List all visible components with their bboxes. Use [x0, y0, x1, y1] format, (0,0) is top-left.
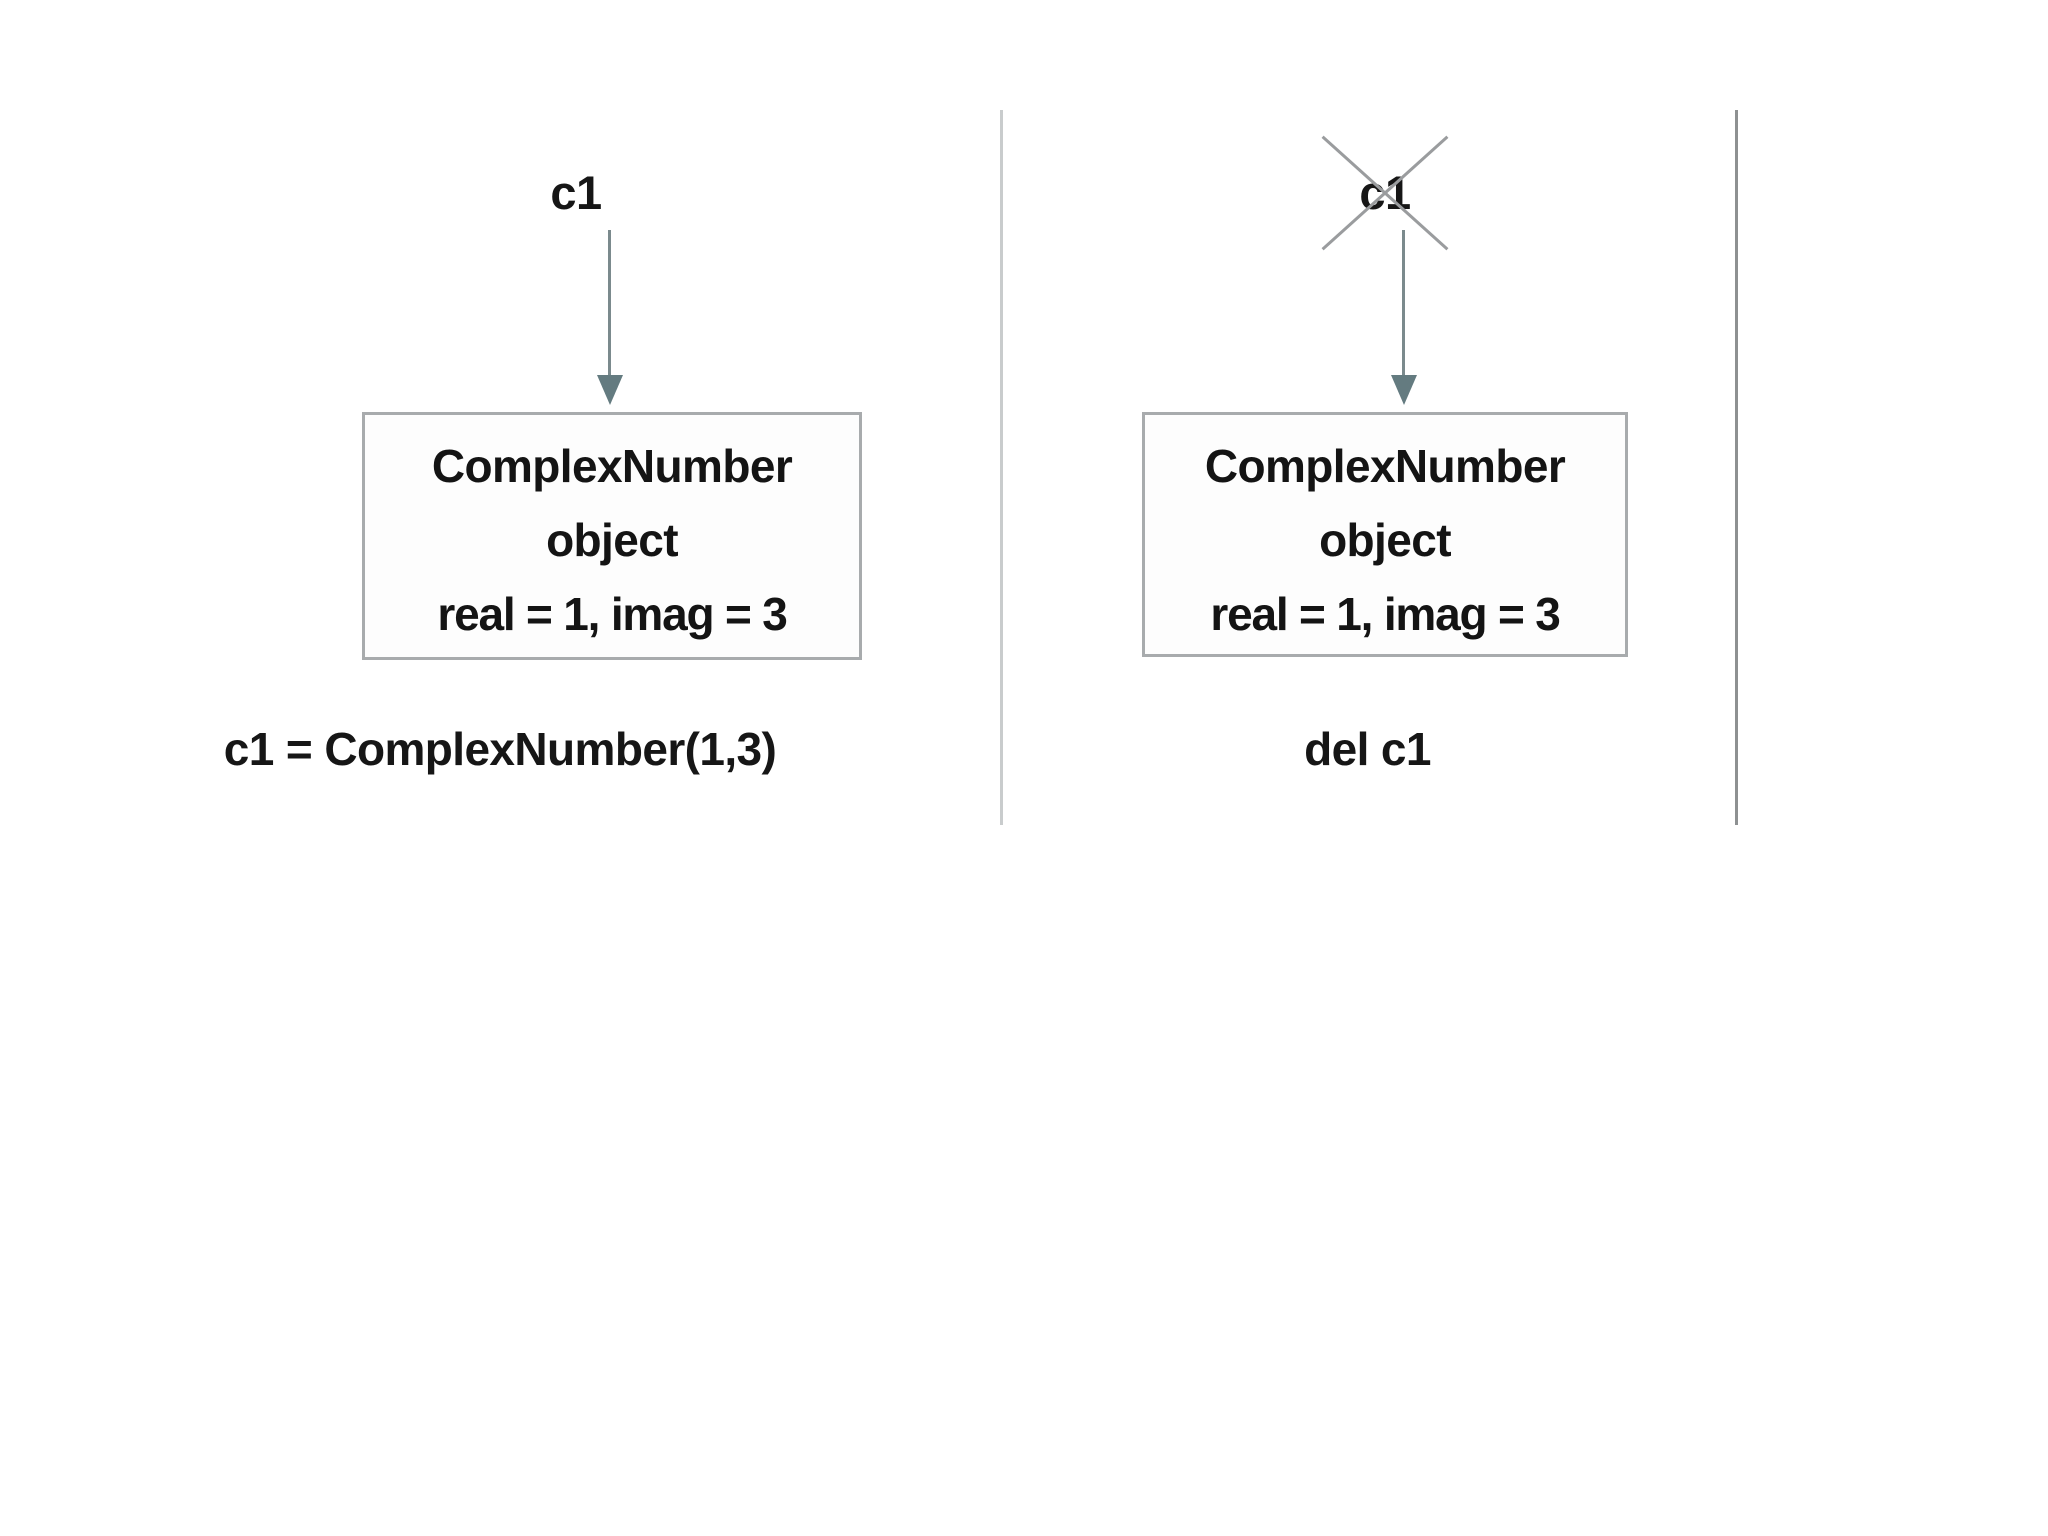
object-attributes: real = 1, imag = 3 — [437, 588, 787, 640]
object-attributes: real = 1, imag = 3 — [1210, 588, 1560, 640]
reference-arrow — [597, 230, 623, 405]
reference-arrow — [1391, 230, 1417, 405]
object-class-name: ComplexNumber — [431, 440, 793, 492]
object-box-complexnumber: ComplexNumber object real = 1, imag = 3 — [1142, 412, 1628, 657]
object-kind-label: object — [546, 514, 678, 566]
caption-create-statement: c1 = ComplexNumber(1,3) — [223, 723, 777, 775]
panel-divider-right — [1735, 110, 1738, 825]
variable-label-c1: c1 — [550, 166, 602, 219]
caption-delete-statement: del c1 — [1304, 723, 1431, 775]
object-class-name: ComplexNumber — [1204, 440, 1566, 492]
panel-object-creation: c1 ComplexNumber object real = 1, imag =… — [0, 0, 1000, 1536]
panel-divider-left — [1000, 110, 1003, 825]
variable-label-c1: c1 — [1359, 166, 1411, 219]
object-kind-label: object — [1319, 514, 1451, 566]
panel-object-deletion: c1 ComplexNumber object real = 1, imag =… — [1000, 0, 1735, 1536]
object-box-complexnumber: ComplexNumber object real = 1, imag = 3 — [362, 412, 862, 660]
